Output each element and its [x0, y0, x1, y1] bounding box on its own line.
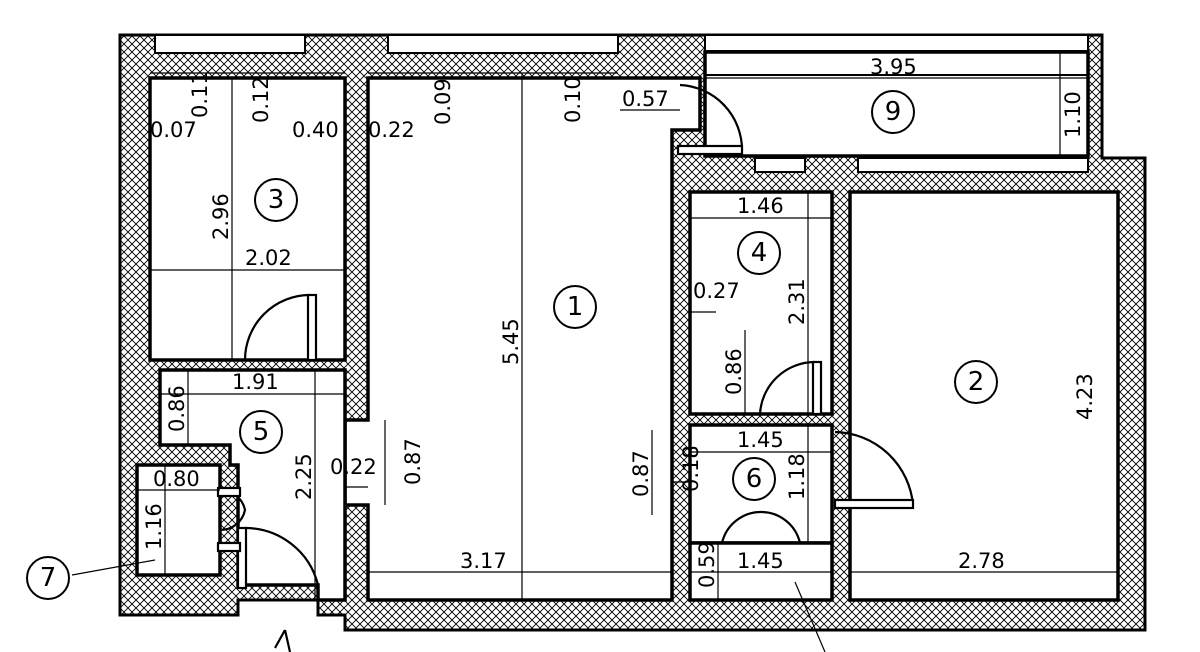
room-label-circle-2: [954, 360, 998, 404]
entrance-arrow: [274, 629, 286, 649]
leader-closet: [794, 581, 826, 652]
dim-231: 2.31: [785, 278, 809, 325]
room-label-5: 5: [253, 417, 270, 447]
door-room-7-leaf-top: [216, 486, 242, 498]
dim-296: 2.96: [209, 193, 233, 240]
door-room-6-left-arc: [720, 510, 763, 544]
dim-146: 1.46: [737, 194, 784, 218]
door-room-4-arc: [758, 360, 816, 415]
dim-110: 1.10: [1061, 91, 1085, 138]
window-room-3: [154, 34, 306, 54]
door-room-7-leaf-bottom: [216, 541, 242, 553]
door-room-3-arc: [243, 293, 311, 361]
room-label-circle-1: [553, 285, 597, 329]
dim-225: 2.25: [292, 453, 316, 500]
dim-057: 0.57: [622, 87, 669, 111]
dim-080: 0.80: [153, 467, 200, 491]
dim-087-left: 0.87: [629, 450, 653, 497]
door-entrance-arc: [244, 526, 320, 586]
door-entrance-leaf: [236, 526, 248, 590]
door-balcony-arc: [679, 83, 744, 151]
dim-010: 0.10: [561, 76, 585, 123]
dim-545: 5.45: [499, 318, 523, 365]
room-label-3: 3: [268, 185, 285, 215]
room-label-circle-4: [737, 231, 781, 275]
dimension-labels: 0.07 0.11 0.12 0.40 0.22 0.09 0.10 0.57 …: [142, 55, 1097, 588]
window-balcony: [704, 34, 1089, 52]
dim-317: 3.17: [460, 549, 507, 573]
doors: [216, 83, 915, 652]
dim-118: 1.18: [785, 453, 809, 500]
leader-7: [71, 559, 156, 576]
room-4: [688, 190, 834, 416]
room-label-1: 1: [567, 292, 584, 322]
dim-145-bot: 1.45: [737, 549, 784, 573]
dim-022-mid: 0.22: [330, 455, 377, 479]
room-label-9: 9: [885, 97, 902, 127]
dim-278: 2.78: [958, 549, 1005, 573]
door-room-2-leaf: [833, 498, 915, 510]
dim-009: 0.09: [431, 78, 455, 125]
room-label-7: 7: [40, 563, 57, 593]
room-label-circle-3: [254, 178, 298, 222]
dim-395: 3.95: [870, 55, 917, 79]
dim-191: 1.91: [232, 370, 279, 394]
dim-086-hall: 0.86: [165, 385, 189, 432]
room-7: [135, 463, 222, 577]
door-room-2-arc: [834, 430, 915, 506]
room-label-circle-7: [26, 556, 70, 600]
dim-027: 0.27: [693, 279, 740, 303]
windows-top: [154, 34, 1089, 173]
dim-116: 1.16: [142, 503, 166, 550]
dimension-lines: [71, 52, 1119, 652]
room-label-2: 2: [968, 367, 985, 397]
room-3: [148, 76, 347, 362]
dim-011: 0.11: [188, 71, 212, 118]
dim-202: 2.02: [245, 246, 292, 270]
room-label-circle-6: [732, 457, 776, 501]
window-room-1: [387, 34, 619, 54]
door-room-4-leaf: [811, 360, 823, 416]
dim-040: 0.40: [292, 118, 339, 142]
door-room-6-right-arc: [761, 510, 802, 544]
door-balcony-leaf: [676, 144, 744, 156]
dim-087-right: 0.87: [401, 438, 425, 485]
dim-145-top: 1.45: [737, 428, 784, 452]
entrance-arrow-b: [283, 629, 292, 652]
room-label-circle-5: [239, 410, 283, 454]
window-room-2: [857, 157, 1089, 173]
window-room-4: [754, 157, 806, 173]
dim-012: 0.12: [249, 76, 273, 123]
dim-007: 0.07: [150, 118, 197, 142]
room-label-6: 6: [746, 464, 763, 494]
dim-018: 0.18: [679, 445, 703, 492]
dim-059: 0.59: [695, 541, 719, 588]
dim-423: 4.23: [1073, 373, 1097, 420]
dim-022-top: 0.22: [368, 118, 415, 142]
door-room-3-leaf: [306, 293, 318, 362]
room-labels: 1 2 3 4 5 6 7 9: [26, 90, 998, 600]
room-label-circle-9: [871, 90, 915, 134]
dim-086-bath: 0.86: [722, 348, 746, 395]
room-label-4: 4: [751, 238, 768, 268]
